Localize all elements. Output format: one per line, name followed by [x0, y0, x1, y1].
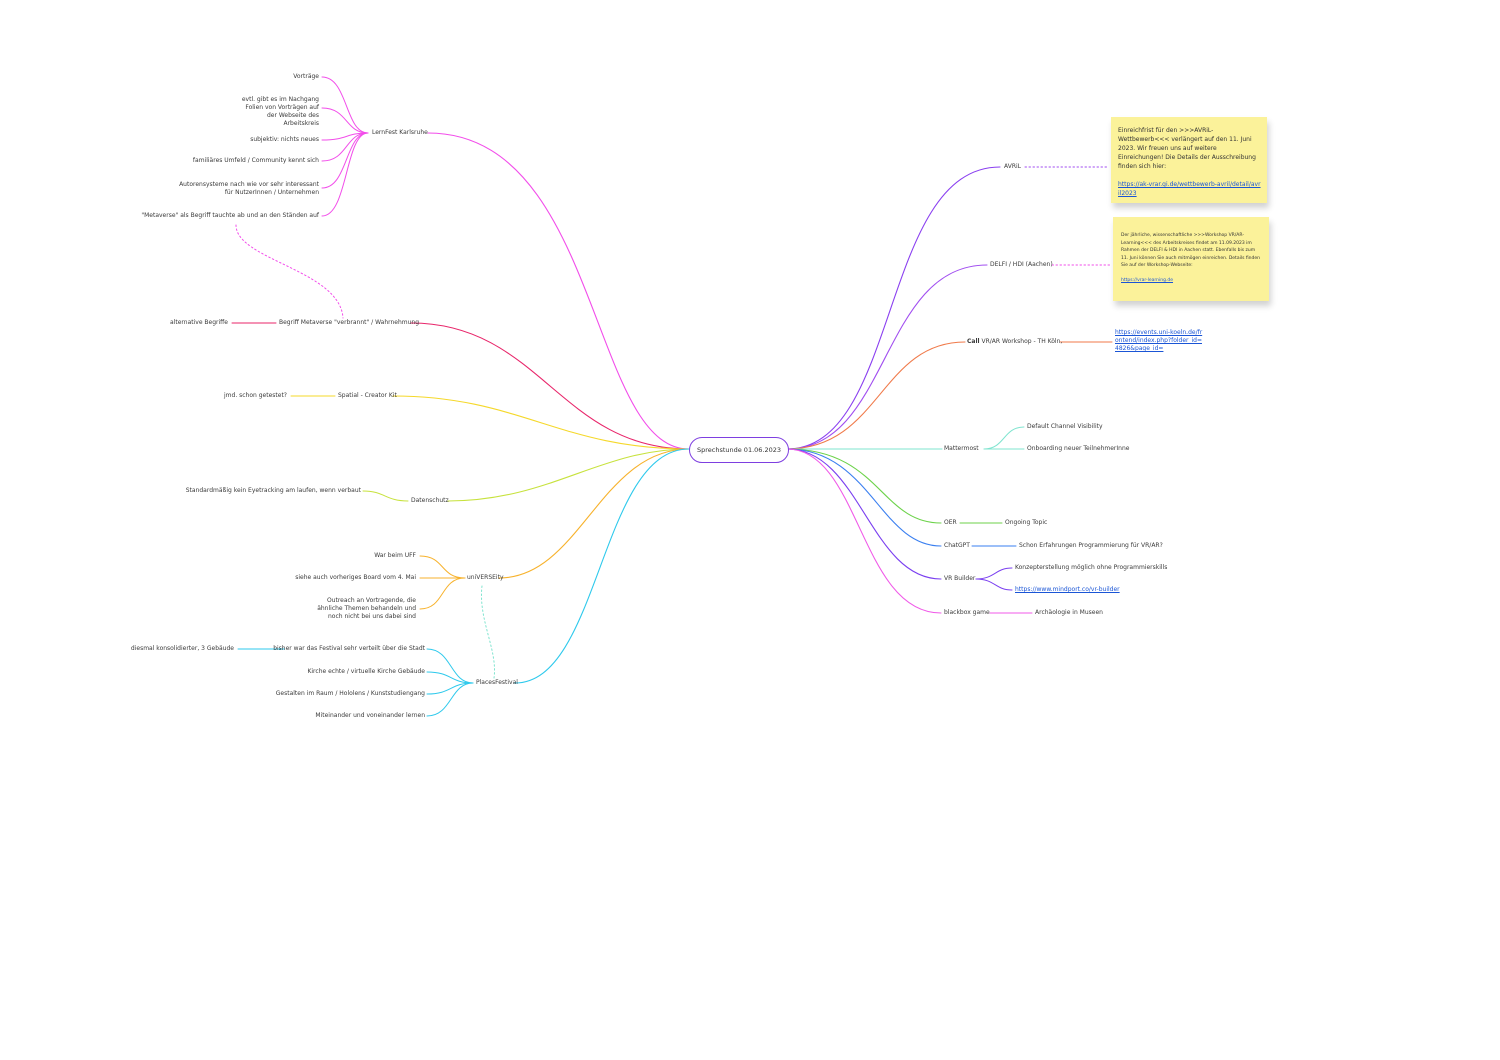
places-grandchild[interactable]: diesmal konsolidierter, 3 Gebäude [130, 645, 234, 652]
lernfest-child-4[interactable]: familiäres Umfeld / Community kennt sich [192, 157, 319, 164]
datenschutz-child-1[interactable]: Standardmäßig kein Eyetracking am laufen… [185, 487, 361, 494]
vrbuilder-child-1[interactable]: Konzepterstellung möglich ohne Programmi… [1015, 564, 1168, 571]
center-topic[interactable]: Sprechstunde 01.06.2023 [689, 437, 789, 463]
topic-blackbox-game[interactable]: blackbox game [944, 609, 990, 616]
topic-metaverse[interactable]: Begriff Metaverse "verbrannt" / Wahrnehm… [279, 319, 420, 326]
topic-oer[interactable]: OER [944, 519, 957, 526]
spatial-child-1[interactable]: jmd. schon getestet? [224, 392, 287, 399]
places-child-2[interactable]: Kirche echte / virtuelle Kirche Gebäude [307, 668, 425, 675]
topic-placesfestival[interactable]: PlacesFestival [476, 679, 518, 686]
edge-center-chatgpt [786, 448, 942, 547]
topic-mattermost[interactable]: Mattermost [944, 445, 979, 452]
edge-center-university [498, 448, 690, 579]
lernfest-child-3[interactable]: subjektiv: nichts neues [250, 136, 319, 143]
lernfest-child-2[interactable]: evtl. gibt es im Nachgang Folien von Vor… [241, 96, 319, 127]
lernfest-child-5[interactable]: Autorensysteme nach wie vor sehr interes… [179, 181, 319, 196]
edge-center-blackbox [786, 448, 942, 614]
vrbuilder-link[interactable]: https://www.mindport.co/vr-builder [1015, 586, 1120, 593]
mattermost-child-2[interactable]: Onboarding neuer TeilnehmerInne [1027, 445, 1130, 452]
topic-universeity[interactable]: uniVERSEity [467, 574, 504, 581]
topic-vr-builder[interactable]: VR Builder [944, 575, 976, 582]
universeity-child-1[interactable]: War beim UFF [374, 552, 416, 559]
oer-child-1[interactable]: Ongoing Topic [1005, 519, 1048, 526]
edge-center-call [786, 341, 966, 450]
topic-avril[interactable]: AVRiL [1004, 163, 1022, 170]
topic-lernfest[interactable]: LernFest Karlsruhe [372, 129, 428, 136]
mattermost-child-1[interactable]: Default Channel Visibility [1027, 423, 1103, 430]
blackbox-child-1[interactable]: Archäologie in Museen [1035, 609, 1103, 616]
sticky-delfi-text: Der jährliche, wissenschaftliche >>>Work… [1121, 233, 1261, 268]
lernfest-child-1[interactable]: Vorträge [293, 73, 319, 80]
sticky-avril-link[interactable]: https://ak-vrar.gi.de/wettbewerb-avril/d… [1118, 181, 1261, 197]
edge-center-avril [786, 166, 1001, 450]
sticky-avril-text: Einreichfrist für den >>>AVRiL-Wettbewer… [1118, 127, 1256, 170]
dotted-link-university-places [480, 585, 496, 679]
places-child-1[interactable]: bisher war das Festival sehr verteilt üb… [273, 645, 425, 652]
edge-center-lernfest [427, 132, 690, 450]
dotted-link-metaverse [235, 224, 344, 319]
edge-center-places [514, 448, 690, 684]
places-child-4[interactable]: Miteinander und voneinander lernen [315, 712, 425, 719]
sticky-delfi-link[interactable]: https://vrar-learning.de [1121, 277, 1174, 283]
places-child-3[interactable]: Gestalten im Raum / Hololens / Kunststud… [275, 690, 425, 697]
chatgpt-child-1[interactable]: Schon Erfahrungen Programmierung für VR/… [1019, 542, 1163, 549]
edge-center-delfi [786, 264, 988, 450]
lernfest-child-6[interactable]: "Metaverse" als Begriff tauchte ab und a… [141, 212, 319, 219]
topic-spatial[interactable]: Spatial - Creator Kit [338, 392, 397, 399]
topic-call-workshop[interactable]: Call VR/AR Workshop - TH Köln, [967, 338, 1062, 346]
sticky-note-avril[interactable]: Einreichfrist für den >>>AVRiL-Wettbewer… [1111, 117, 1267, 203]
call-label-rest: VR/AR Workshop - TH Köln, [979, 338, 1063, 345]
edge-center-vrbuilder [786, 448, 942, 580]
topic-datenschutz[interactable]: Datenschutz [411, 497, 449, 504]
edge-center-datenschutz [447, 448, 690, 502]
edge-center-oer [786, 448, 942, 524]
edge-center-metaverse [410, 322, 690, 450]
call-bold-label: Call [967, 338, 980, 345]
universeity-child-3[interactable]: Outreach an Vortragende, die ähnliche Th… [317, 597, 416, 620]
topic-chatgpt[interactable]: ChatGPT [944, 542, 970, 549]
metaverse-child-1[interactable]: alternative Begriffe [170, 319, 228, 326]
edge-center-spatial [392, 395, 690, 450]
topic-delfi-hdi[interactable]: DELFI / HDI (Aachen) [990, 261, 1053, 268]
universeity-child-2[interactable]: siehe auch vorheriges Board vom 4. Mai [295, 574, 416, 581]
sticky-note-delfi[interactable]: Der jährliche, wissenschaftliche >>>Work… [1113, 217, 1269, 301]
call-workshop-link[interactable]: https://events.uni-koeln.de/frontend/ind… [1115, 329, 1203, 352]
